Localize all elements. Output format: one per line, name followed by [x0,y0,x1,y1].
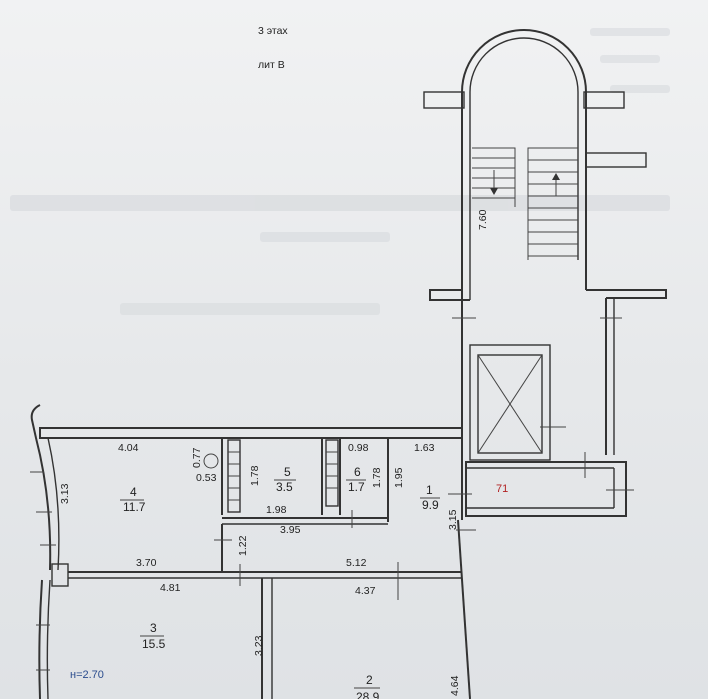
dim-1-78-a: 1.78 [249,465,261,486]
room-4-area: 11.7 [123,500,146,514]
lift-shaft [469,344,566,461]
room-3-number: 3 [150,621,157,635]
dim-3-70: 3.70 [136,557,157,569]
dim-4-04: 4.04 [118,442,139,454]
stair-flight-right [527,147,578,260]
dim-4-81: 4.81 [160,582,181,594]
apartment-walls [30,404,476,699]
room-5-area: 3.5 [276,480,293,494]
marker-71: 71 [496,483,508,495]
dim-3-13: 3.13 [59,483,71,504]
dim-1-95: 1.95 [393,467,405,488]
room-5-number: 5 [284,465,291,479]
stair-tower [423,29,667,517]
dim-3-15: 3.15 [447,509,459,530]
dim-7-60: 7.60 [477,209,489,230]
room-2-number: 2 [366,673,373,687]
dim-5-12: 5.12 [346,557,367,569]
height-note: н=2.70 [70,669,104,681]
room-1-area: 9.9 [422,498,439,512]
room-6-number: 6 [354,465,361,479]
dim-0-98: 0.98 [348,442,369,454]
room-2-area: 28.9 [356,690,380,699]
dim-1-63: 1.63 [414,442,435,454]
dim-1-98: 1.98 [266,504,287,516]
dim-1-22: 1.22 [237,535,249,556]
room-6-area: 1.7 [348,480,365,494]
dim-3-23: 3.23 [253,635,265,656]
dim-1-78-b: 1.78 [371,467,383,488]
background-bleed [10,28,670,315]
stair-flight-left [472,147,516,207]
lit-caption: лит В [258,59,285,71]
dim-4-64: 4.64 [449,675,461,696]
dim-0-53: 0.53 [196,472,217,484]
room-4-number: 4 [130,485,137,499]
floors-caption: 3 этах [258,25,288,37]
room-1-number: 1 [426,483,433,497]
dim-0-77: 0.77 [191,447,203,468]
dim-4-37: 4.37 [355,585,376,597]
dim-3-95: 3.95 [280,524,301,536]
room-3-area: 15.5 [142,637,166,651]
